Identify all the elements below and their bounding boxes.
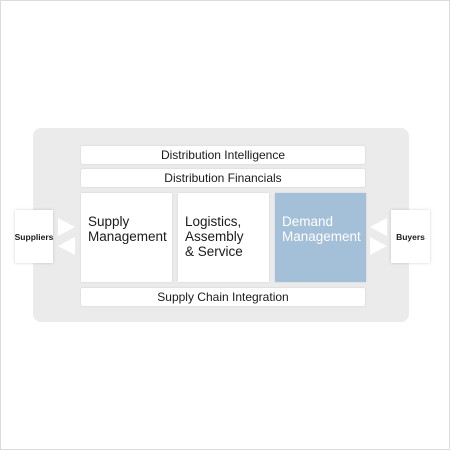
demand-management-label-line-2: Management [282,228,361,244]
logistics-box: Logistics, Assembly & Service [178,193,269,282]
supply-management-label-line-2: Management [88,228,167,244]
logistics-label-line-1: Logistics, [185,214,242,229]
buyer-inbound-arrow-icon [370,218,387,236]
supply-management-box: Supply Management [81,193,172,282]
demand-management-label-line-1: Demand [282,214,334,229]
demand-management-box: Demand Management [275,193,366,282]
distribution-financials-bar: Distribution Financials [81,169,365,187]
supplier-outbound-arrow-icon [58,237,75,255]
distribution-intelligence-bar: Distribution Intelligence [81,146,365,164]
logistics-label-line-3: & Service [185,243,243,259]
supply-management-label-line-1: Supply [88,214,130,229]
buyer-outbound-arrow-icon [370,237,387,255]
logistics-label-line-2: Assembly [185,228,244,244]
buyers-box: Buyers [391,210,430,263]
supplier-inbound-arrow-icon [58,218,75,236]
suppliers-box: Suppliers [15,210,53,263]
supply-chain-integration-bar: Supply Chain Integration [81,288,365,306]
